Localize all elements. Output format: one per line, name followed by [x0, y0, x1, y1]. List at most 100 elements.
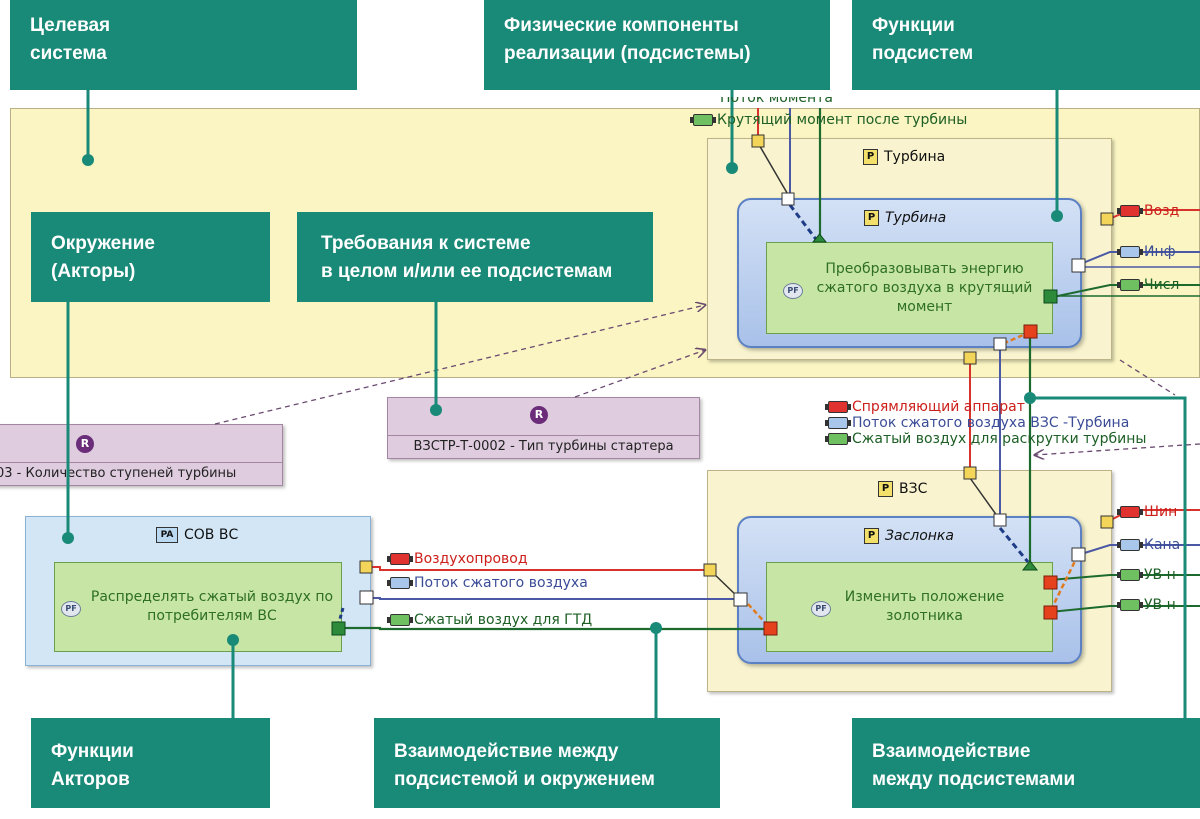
flow-label: Шин: [1117, 504, 1177, 520]
callout-requirements: Требования к системе в целом и/или ее по…: [297, 212, 653, 302]
turbine-function[interactable]: Преобразовывать энергию сжатого воздуха …: [766, 242, 1053, 334]
callout-subsystem-interaction: Взаимодействие между подсистемами: [852, 718, 1200, 808]
port: [1043, 289, 1058, 304]
exchange-green-icon: [690, 114, 716, 126]
callout-environment: Окружение (Акторы): [31, 212, 270, 302]
flow-label: Кана: [1117, 537, 1180, 553]
valve-function[interactable]: Изменить положение золотника PF: [766, 562, 1053, 652]
callout-subsystem-env-interaction: Взаимодействие между подсистемой и окруж…: [374, 718, 720, 808]
actor-function[interactable]: Распределять сжатый воздух по потребител…: [54, 562, 342, 652]
port: [751, 134, 765, 148]
requirement-icon: R: [530, 406, 548, 424]
requirement-label: 03 - Количество ступеней турбины: [0, 462, 282, 481]
physical-component-icon: P: [878, 481, 893, 497]
port: [359, 590, 374, 605]
flow-label: УВ н: [1117, 567, 1176, 583]
callout-subsystem-functions: Функции подсистем: [852, 0, 1200, 90]
node-title: P Заслонка: [864, 528, 954, 544]
exchange-blue-icon: [825, 417, 851, 429]
flow-label: Поток сжатого воздуха: [387, 575, 588, 591]
port: [1023, 324, 1038, 339]
flow-line-red: [366, 566, 710, 571]
trace-line: [574, 350, 705, 398]
flow-label: Возд: [1117, 203, 1179, 219]
exchange-green-icon: [1117, 599, 1143, 611]
port: [703, 563, 717, 577]
port: [1100, 212, 1114, 226]
callout-physical-components: Физические компоненты реализации (подсис…: [484, 0, 830, 90]
port: [733, 592, 748, 607]
requirement-label: ВЗСТР-Т-0002 - Тип турбины стартера: [388, 435, 699, 454]
flow-line-blue: [757, 142, 791, 199]
flow-label: Сжатый воздух для раскрутки турбины: [825, 431, 1146, 447]
exchange-blue-icon: [1117, 246, 1143, 258]
physical-function-icon: PF: [811, 601, 831, 617]
port: [1043, 575, 1058, 590]
port: [331, 621, 346, 636]
flow-label: Поток сжатого воздуха ВЗС -Турбина: [825, 415, 1129, 431]
exchange-blue-icon: [1117, 539, 1143, 551]
flow-line-green: [1049, 605, 1200, 613]
physical-actor-icon: PA: [156, 527, 178, 543]
port: [781, 192, 795, 206]
exchange-green-icon: [1117, 279, 1143, 291]
flow-label: Числ: [1117, 277, 1179, 293]
port: [1071, 258, 1086, 273]
port: [811, 233, 828, 243]
port: [1021, 560, 1039, 571]
port: [1043, 605, 1058, 620]
exchange-blue-icon: [387, 577, 413, 589]
node-title: P Турбина: [864, 210, 946, 226]
component-title: P ВЗС: [878, 481, 927, 497]
flow-line-dashed: [998, 527, 1030, 563]
physical-node-icon: P: [864, 210, 879, 226]
physical-node-icon: P: [864, 528, 879, 544]
flow-line-green: [340, 626, 770, 631]
requirement-icon: R: [76, 435, 94, 453]
flow-label: Спрямляющий аппарат: [825, 399, 1025, 415]
exchange-red-icon: [825, 401, 851, 413]
port: [1071, 547, 1086, 562]
exchange-green-icon: [387, 614, 413, 626]
trace-line: [214, 305, 705, 425]
trace-line: [1119, 359, 1176, 396]
flow-line-blue: [366, 597, 740, 600]
requirement-box-1[interactable]: R 03 - Количество ступеней турбины: [0, 424, 283, 486]
exchange-green-icon: [1117, 569, 1143, 581]
port: [963, 466, 977, 480]
physical-function-icon: PF: [61, 601, 81, 617]
flow-label: Инф: [1117, 244, 1176, 260]
flow-label: Воздухопровод: [387, 551, 528, 567]
trace-line: [1035, 443, 1200, 455]
port: [763, 621, 778, 636]
flow-label-clipped: Поток момента: [720, 97, 833, 106]
callout-target-system: Целевая система: [10, 0, 357, 90]
physical-function-icon: PF: [783, 283, 803, 299]
physical-component-icon: P: [863, 149, 878, 165]
port: [993, 337, 1007, 351]
actor-title: PA СОВ ВС: [156, 527, 238, 543]
flow-line-blue: [969, 477, 1001, 521]
flow-line-dashed: [788, 204, 820, 243]
exchange-red-icon: [1117, 205, 1143, 217]
component-title: P Турбина: [863, 149, 945, 165]
flow-line-blue: [1077, 251, 1200, 266]
exchange-red-icon: [387, 553, 413, 565]
exchange-red-icon: [1117, 506, 1143, 518]
flow-line-green: [1052, 284, 1200, 298]
flow-label: Крутящий момент после турбины: [690, 112, 967, 128]
port: [993, 513, 1007, 527]
flow-label: Сжатый воздух для ГТД: [387, 612, 592, 628]
port: [963, 351, 977, 365]
exchange-green-icon: [825, 433, 851, 445]
port: [1100, 515, 1114, 529]
flow-line-green: [1049, 574, 1200, 581]
callout-pointers: [66, 90, 1187, 718]
flow-line-dashed: [1048, 554, 1080, 613]
callout-pointer-dots: [62, 154, 1063, 646]
flow-label: УВ н: [1117, 597, 1176, 613]
flow-line-blue: [1077, 544, 1200, 556]
port: [359, 560, 373, 574]
callout-actor-functions: Функции Акторов: [31, 718, 270, 808]
